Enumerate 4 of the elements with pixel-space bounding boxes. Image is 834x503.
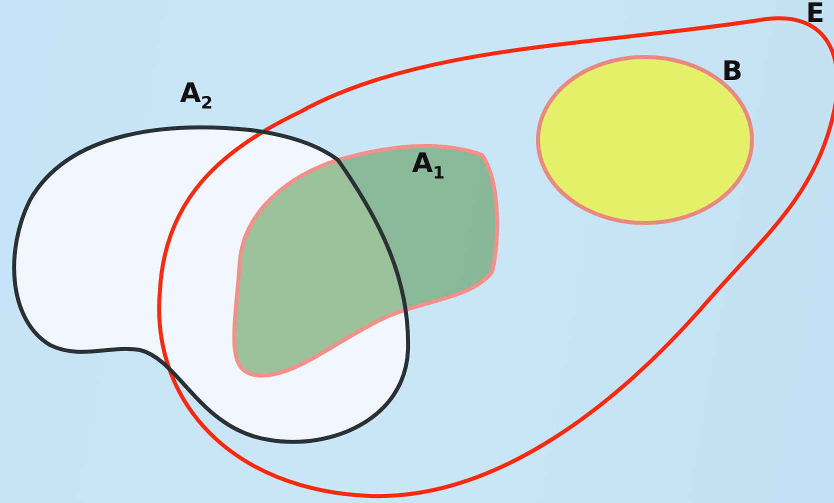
set-label: B xyxy=(722,58,743,85)
set-label: A$_{2}$ xyxy=(180,80,213,112)
set-label: A$_{1}$ xyxy=(412,150,445,182)
set-label: E xyxy=(806,0,824,27)
